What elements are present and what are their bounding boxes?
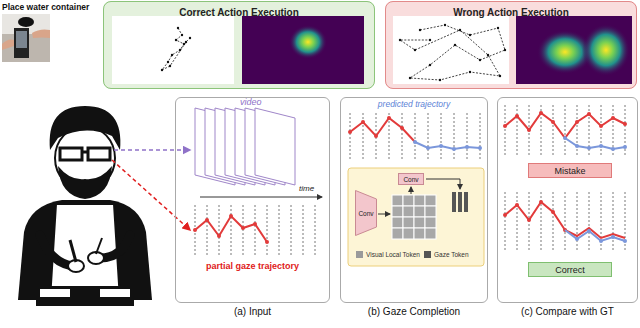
token-grid <box>392 195 436 239</box>
completion-panel: (b) Gaze CompletionConvConv <box>340 97 488 303</box>
mistake-box: Mistake <box>528 163 612 178</box>
video-label: video <box>240 97 262 107</box>
step-label: Place water container <box>2 2 89 12</box>
gaze-label: partial gaze trajectory <box>175 261 330 271</box>
scanpath <box>161 27 191 71</box>
panel-wrong: Wrong Action Execution <box>385 1 637 89</box>
conv-trapezoid: Conv <box>355 190 377 236</box>
legend-swatch <box>356 251 363 258</box>
node-label: Conv <box>358 210 373 217</box>
legend-text: Visual Local Token <box>366 250 420 260</box>
legend-text: Gaze Token <box>434 250 469 260</box>
node-label: Conv <box>403 176 418 183</box>
panel-correct: Correct Action Execution <box>103 1 375 89</box>
video-frames <box>195 108 295 185</box>
input-panel: (a) Input <box>175 97 330 303</box>
time-label: time <box>299 184 314 193</box>
node-label: Wrong Action Execution <box>453 7 569 18</box>
node-label: Correct <box>555 265 585 275</box>
conv-box: Conv <box>398 173 424 185</box>
node-label: Correct Action Execution <box>179 7 299 18</box>
panel-caption: (a) Input <box>176 306 329 317</box>
node-label: Mistake <box>554 166 585 176</box>
compare-panel: (c) Compare with GTMistakeCorrect <box>497 97 638 303</box>
scanpath <box>399 24 506 81</box>
panel-caption: (b) Gaze Completion <box>341 306 487 317</box>
predicted-label: predicted trajectory <box>340 99 488 109</box>
panel-caption: (c) Compare with GT <box>498 306 637 317</box>
legend-swatch <box>424 251 431 258</box>
worker-figure <box>18 106 152 306</box>
correct-box: Correct <box>528 262 612 277</box>
photo <box>2 14 50 62</box>
